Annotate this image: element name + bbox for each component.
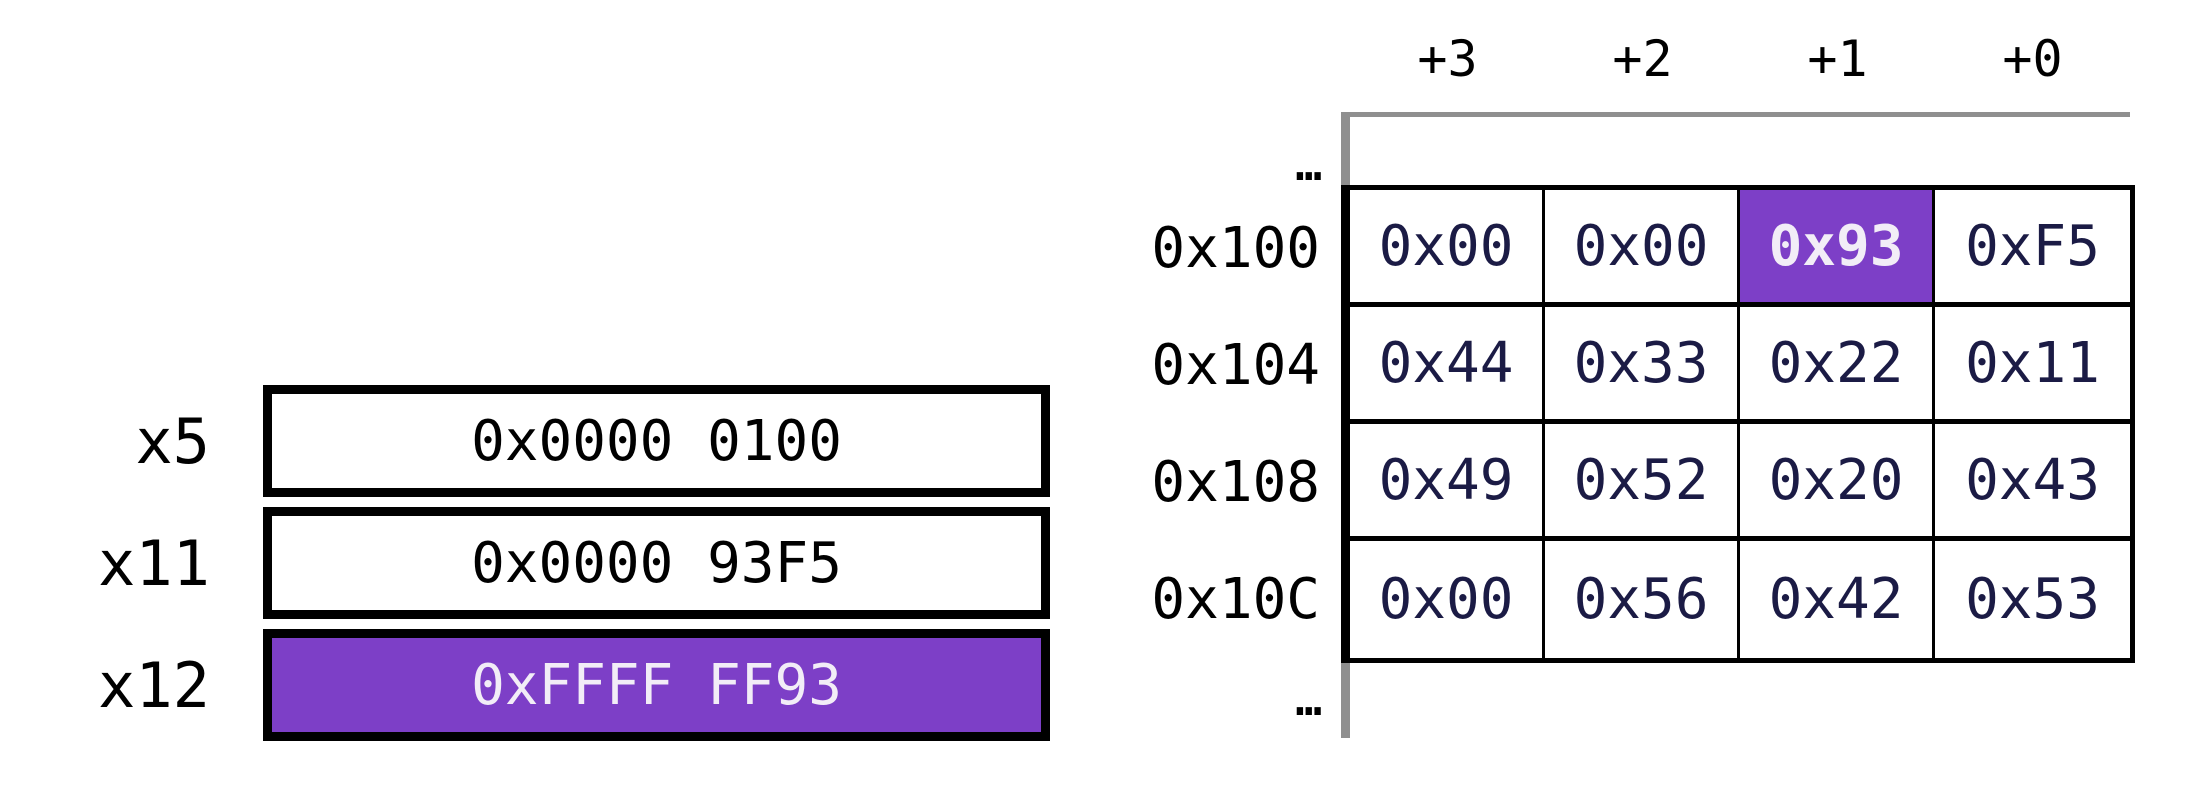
memory-left-boundary-line-bottom [1341, 663, 1350, 738]
memory-cell: 0x49 [1350, 424, 1545, 541]
memory-cell: 0x44 [1350, 307, 1545, 424]
memory-cell: 0x00 [1350, 190, 1545, 307]
address-label-0x100: 0x100 [1151, 216, 1320, 281]
register-value-x12: 0xFFFF FF93 [471, 652, 842, 718]
memory-byte-grid: 0x00 0x00 0x93 0xF5 0x44 0x33 0x22 0x11 … [1341, 185, 2135, 663]
address-label-0x10C: 0x10C [1151, 567, 1320, 632]
memory-top-boundary-line [1341, 112, 2130, 117]
memory-cell: 0x33 [1545, 307, 1740, 424]
memory-cell: 0xF5 [1935, 190, 2130, 307]
register-label-x5: x5 [135, 404, 210, 478]
memory-cell: 0x11 [1935, 307, 2130, 424]
address-label-0x108: 0x108 [1151, 450, 1320, 515]
register-label-x12: x12 [98, 648, 210, 722]
memory-cell: 0x20 [1740, 424, 1935, 541]
memory-cell: 0x56 [1545, 541, 1740, 658]
address-label-0x104: 0x104 [1151, 333, 1320, 398]
memory-left-boundary-line-top [1341, 112, 1350, 190]
register-value-x11: 0x0000 93F5 [471, 530, 842, 596]
register-box-x12-highlighted: 0xFFFF FF93 [263, 629, 1050, 741]
memory-cell: 0x00 [1350, 541, 1545, 658]
register-value-x5: 0x0000 0100 [471, 408, 842, 474]
memory-cell-highlighted-0x93: 0x93 [1740, 190, 1935, 307]
byte-offset-header-plus1: +1 [1807, 30, 1868, 88]
memory-ellipsis-above: … [1295, 139, 1323, 191]
memory-cell: 0x53 [1935, 541, 2130, 658]
memory-cell: 0x22 [1740, 307, 1935, 424]
memory-cell: 0x00 [1545, 190, 1740, 307]
memory-cell: 0x43 [1935, 424, 2130, 541]
memory-ellipsis-below: … [1295, 674, 1323, 726]
register-box-x5: 0x0000 0100 [263, 385, 1050, 497]
byte-offset-header-plus2: +2 [1612, 30, 1673, 88]
register-box-x11: 0x0000 93F5 [263, 507, 1050, 619]
memory-cell: 0x42 [1740, 541, 1935, 658]
byte-offset-header-plus3: +3 [1417, 30, 1478, 88]
register-label-x11: x11 [98, 526, 210, 600]
byte-offset-header-plus0: +0 [2002, 30, 2063, 88]
memory-cell: 0x52 [1545, 424, 1740, 541]
